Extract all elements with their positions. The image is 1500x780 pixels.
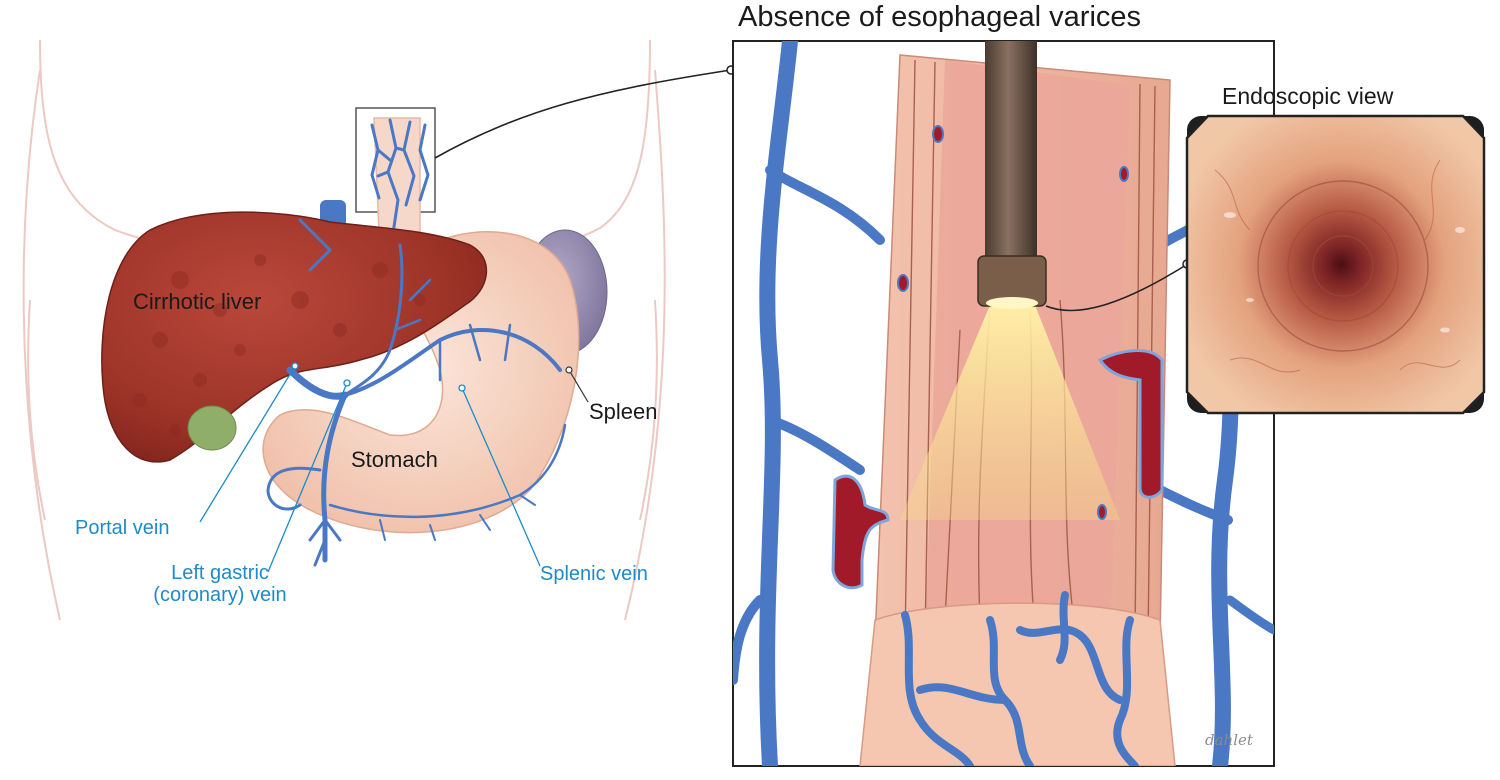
- gastric-cardia: [859, 602, 1176, 766]
- liver-texture: [133, 254, 426, 436]
- wall-varix-right: [1097, 349, 1164, 499]
- main-title: Absence of esophageal varices: [738, 1, 1142, 33]
- label-splenic-vein: Splenic vein: [540, 563, 648, 585]
- endoscopic-view-title: Endoscopic view: [1222, 83, 1394, 109]
- inset-connector: [434, 69, 732, 159]
- endo-connector: [1045, 264, 1187, 312]
- wall-varix-left: [831, 474, 890, 590]
- endoscope-shaft: [985, 41, 1037, 261]
- spleen-dot: [565, 366, 573, 374]
- left-gastric-vein-dot: [343, 379, 351, 387]
- endoscopic-view: [1185, 114, 1486, 415]
- stomach: [262, 231, 580, 534]
- artist-signature: dahlet: [1205, 731, 1253, 749]
- esophageal-veins-small: [370, 118, 430, 242]
- endoscope-lens: [986, 297, 1038, 309]
- label-leader-lines: [199, 365, 541, 573]
- label-portal-vein: Portal vein: [75, 517, 170, 539]
- label-left-gastric-vein: Left gastric (coronary) vein: [135, 562, 305, 606]
- liver: [101, 211, 487, 463]
- label-cirrhotic-liver: Cirrhotic liver: [133, 289, 262, 314]
- label-left-gastric-line1: Left gastric: [171, 562, 269, 584]
- wall-vessels: [897, 125, 1129, 520]
- splenic-vein-dot: [458, 384, 466, 392]
- label-spleen: Spleen: [589, 399, 658, 424]
- portal-venous-system: [266, 218, 567, 567]
- label-stomach: Stomach: [351, 447, 438, 472]
- portal-vein-dot: [291, 362, 299, 370]
- label-left-gastric-line2: (coronary) vein: [153, 584, 287, 606]
- endoscope-light-cone: [900, 305, 1120, 520]
- gallbladder: [187, 405, 237, 451]
- gastric-veins: [901, 591, 1139, 766]
- spleen-leader: [568, 369, 589, 403]
